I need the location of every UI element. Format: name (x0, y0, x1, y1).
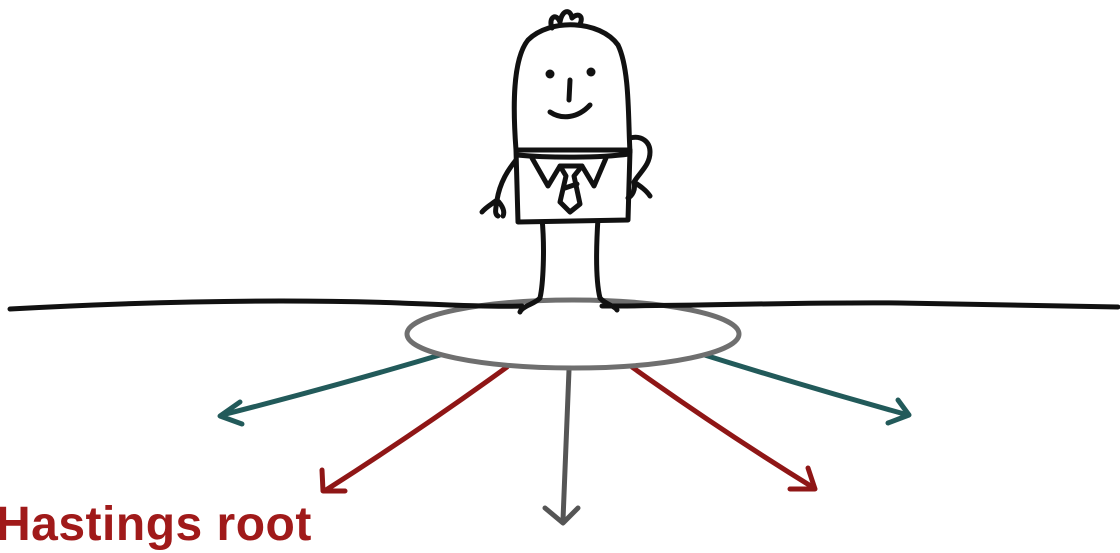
figure-head (514, 25, 630, 152)
arrow-left-icon (220, 352, 450, 424)
arrow-down-right-icon (632, 367, 815, 489)
nose-icon (569, 80, 570, 100)
root-disc (407, 300, 739, 368)
root-illustration (0, 0, 1120, 530)
arrow-down-left-icon (322, 367, 507, 491)
smile-icon (550, 105, 590, 117)
arrows-group (220, 352, 909, 523)
caption-label: Hastings root (0, 497, 312, 553)
businessman-figure (482, 12, 650, 312)
left-eye-icon (546, 70, 555, 79)
arrow-right-icon (695, 352, 909, 423)
left-arm-icon (482, 160, 516, 216)
arrow-down-icon (545, 370, 578, 523)
right-eye-icon (587, 68, 596, 77)
